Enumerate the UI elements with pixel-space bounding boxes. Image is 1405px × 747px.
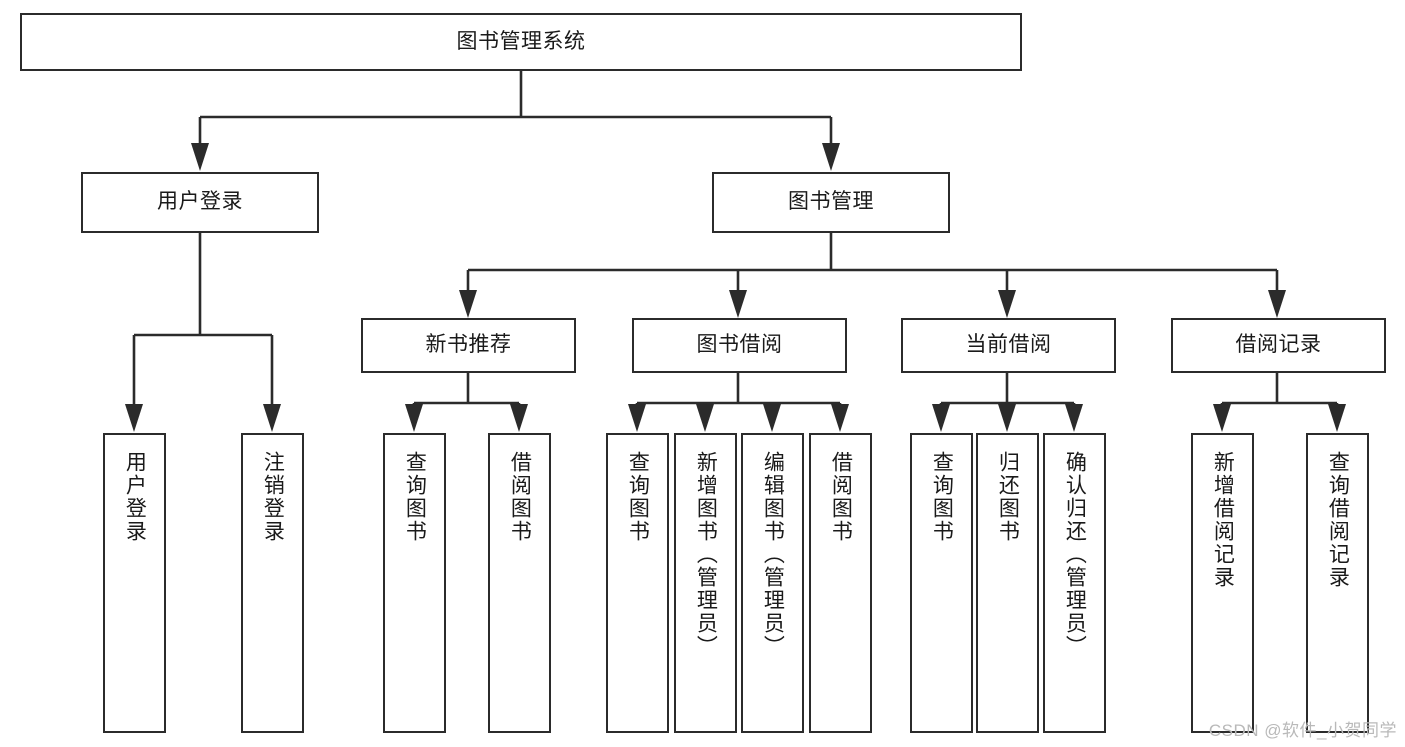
leaf-edit-book-admin[interactable]: 编辑图书（管理员） — [741, 433, 804, 733]
node-label: 借阅图书 — [829, 451, 853, 543]
node-label: 编辑图书（管理员） — [761, 451, 785, 658]
leaf-confirm-return-admin[interactable]: 确认归还（管理员） — [1043, 433, 1106, 733]
leaf-borrow-book-recommend[interactable]: 借阅图书 — [488, 433, 551, 733]
node-label: 归还图书 — [996, 451, 1020, 543]
node-label: 新增图书（管理员） — [694, 451, 718, 658]
node-book-borrow[interactable]: 图书借阅 — [632, 318, 847, 373]
node-label: 查询图书 — [403, 451, 427, 543]
node-label: 查询图书 — [930, 451, 954, 543]
leaf-add-borrow-record[interactable]: 新增借阅记录 — [1191, 433, 1254, 733]
leaf-user-login[interactable]: 用户登录 — [103, 433, 166, 733]
node-label: 新书推荐 — [425, 333, 512, 357]
leaf-query-book-recommend[interactable]: 查询图书 — [383, 433, 446, 733]
leaf-query-borrow-record[interactable]: 查询借阅记录 — [1306, 433, 1369, 733]
node-label: 图书借阅 — [696, 333, 783, 357]
node-label: 图书管理系统 — [456, 29, 586, 53]
node-label: 查询图书 — [626, 451, 650, 543]
leaf-query-book-current[interactable]: 查询图书 — [910, 433, 973, 733]
leaf-return-book[interactable]: 归还图书 — [976, 433, 1039, 733]
leaf-logout-login[interactable]: 注销登录 — [241, 433, 304, 733]
node-label: 图书管理 — [788, 190, 874, 214]
node-borrow-record[interactable]: 借阅记录 — [1171, 318, 1386, 373]
node-label: 新增借阅记录 — [1211, 451, 1235, 589]
node-label: 用户登录 — [123, 451, 147, 543]
node-label: 确认归还（管理员） — [1063, 451, 1087, 658]
node-label: 借阅记录 — [1235, 333, 1322, 357]
node-new-book-recommend[interactable]: 新书推荐 — [361, 318, 576, 373]
leaf-borrow-book[interactable]: 借阅图书 — [809, 433, 872, 733]
node-label: 注销登录 — [261, 451, 285, 543]
node-current-borrow[interactable]: 当前借阅 — [901, 318, 1116, 373]
node-label: 用户登录 — [157, 190, 243, 214]
leaf-add-book-admin[interactable]: 新增图书（管理员） — [674, 433, 737, 733]
csdn-watermark: CSDN @软件_小贺同学 — [1208, 721, 1397, 740]
node-label: 借阅图书 — [508, 451, 532, 543]
node-label: 查询借阅记录 — [1326, 451, 1350, 589]
leaf-query-book-borrow[interactable]: 查询图书 — [606, 433, 669, 733]
node-label: 当前借阅 — [965, 333, 1052, 357]
node-book-manage[interactable]: 图书管理 — [712, 172, 950, 233]
node-root-system[interactable]: 图书管理系统 — [20, 13, 1022, 71]
node-user-login[interactable]: 用户登录 — [81, 172, 319, 233]
